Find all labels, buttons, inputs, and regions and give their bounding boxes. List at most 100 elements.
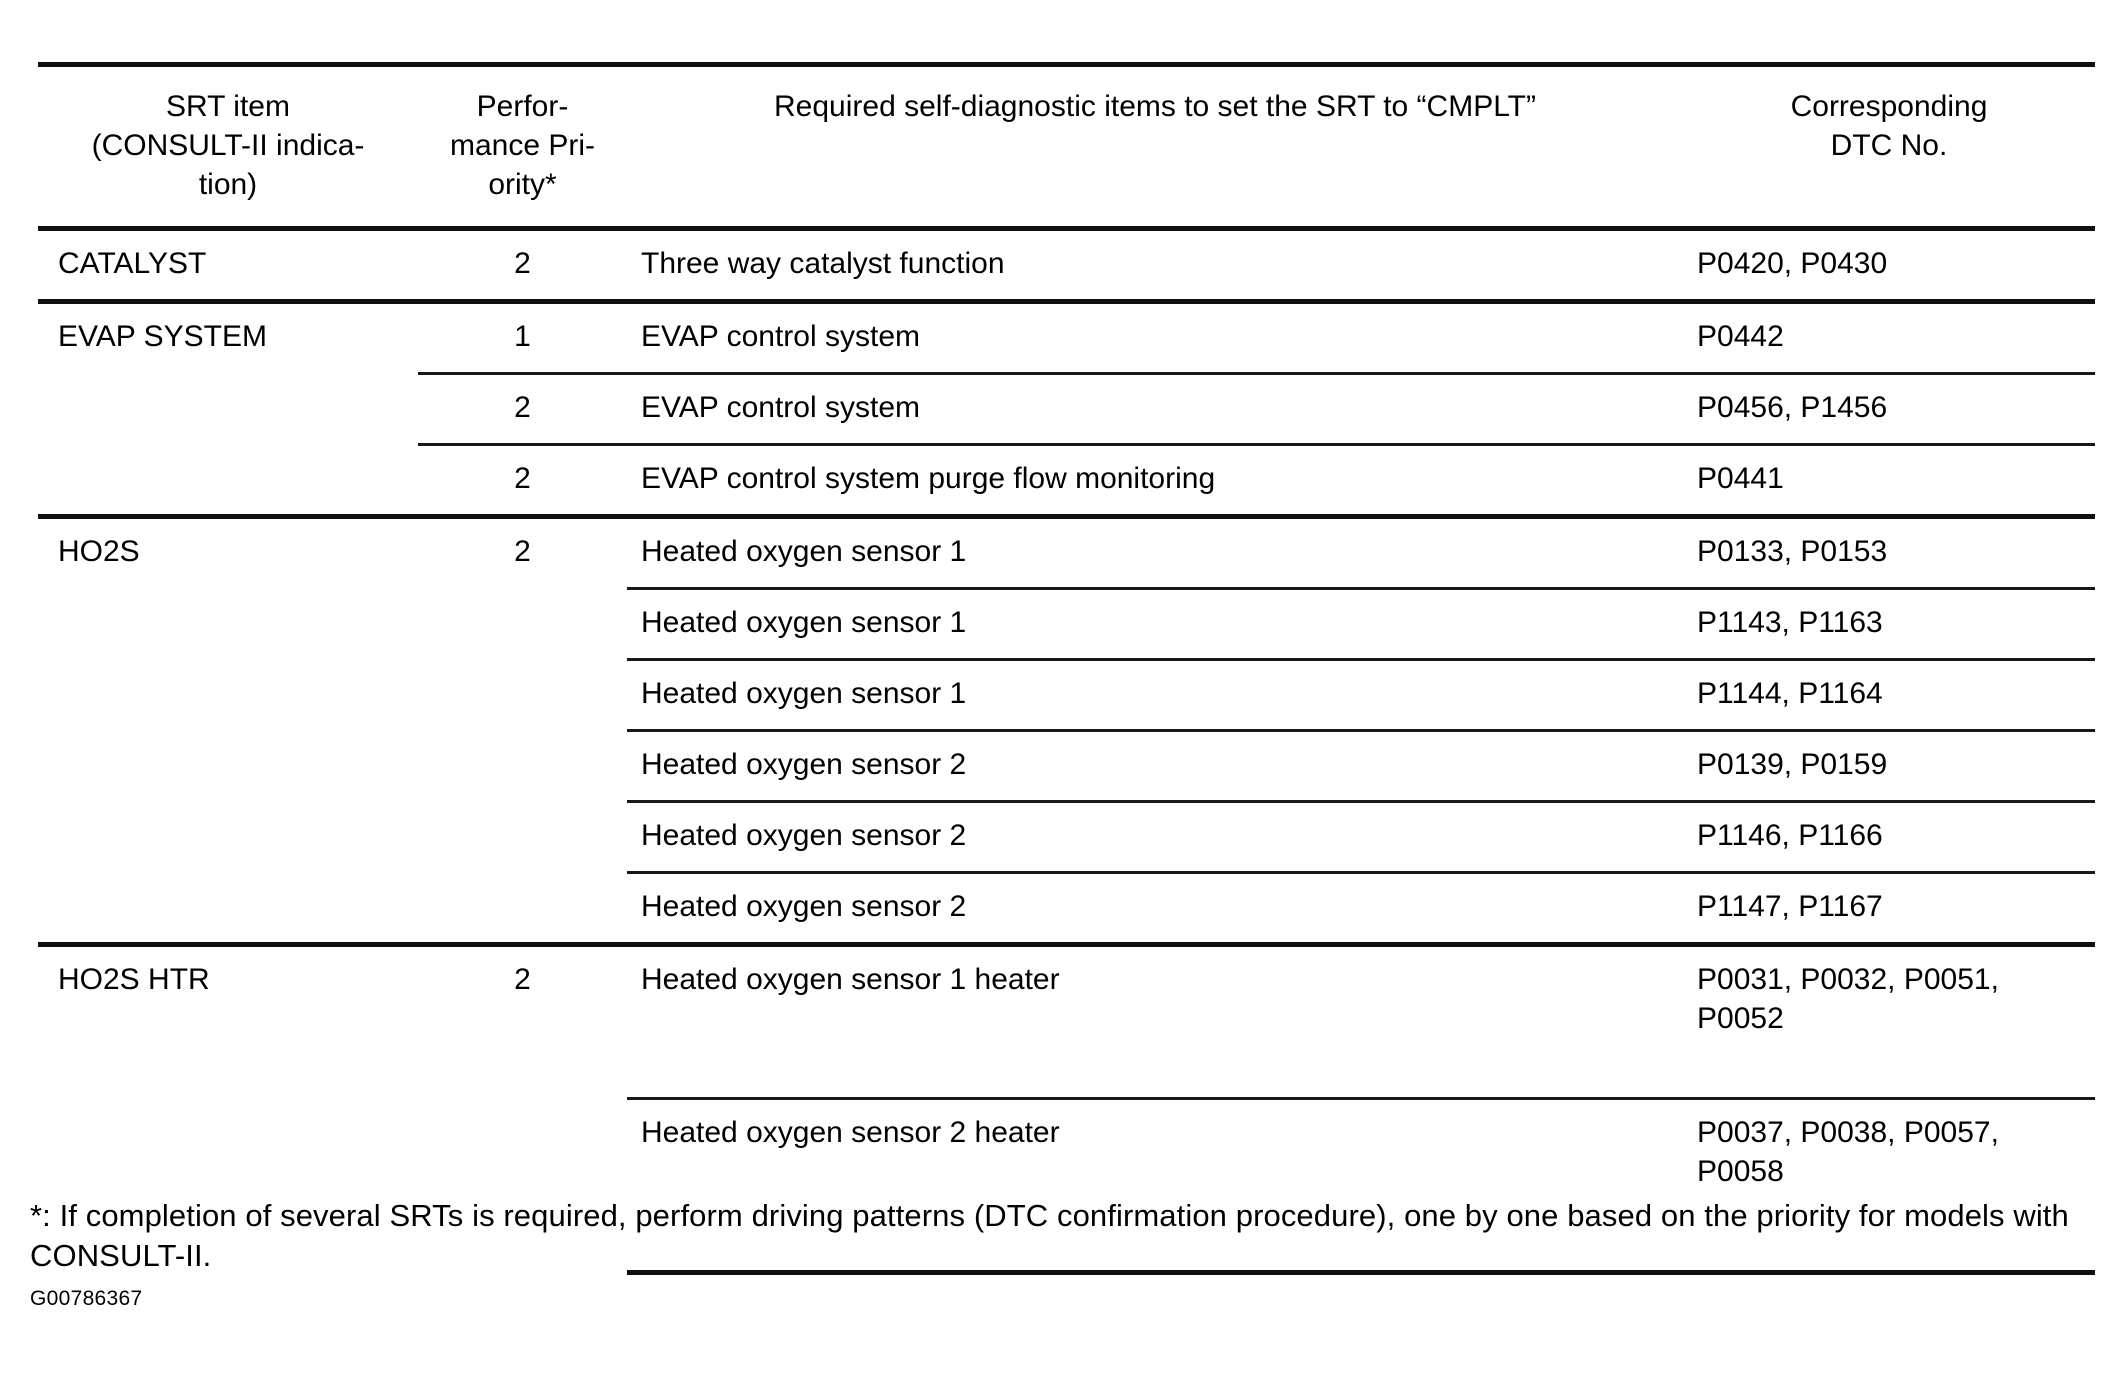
header-dtc-line1: Corresponding xyxy=(1790,90,1988,123)
diagnostic-text: EVAP control system xyxy=(641,320,920,353)
table-row: Heated oxygen sensor 2 heater P0037, P00… xyxy=(38,1097,2095,1275)
header-performance-priority: Perfor- mance Pri- ority* xyxy=(418,62,627,229)
table-row: EVAP SYSTEM 1 EVAP control system P0442 xyxy=(38,299,2095,517)
cell-dtc: P1146, P1166 xyxy=(1683,800,2095,873)
table-row: Heated oxygen sensor 2 P1146, P1166 xyxy=(38,800,2095,873)
cell-diagnostic: Heated oxygen sensor 1 xyxy=(627,658,1683,731)
cell-dtc: P0442 xyxy=(1683,299,2095,374)
diagnostic-text: EVAP control system purge flow monitorin… xyxy=(641,462,1216,495)
diagnostic-text: Heated oxygen sensor 2 xyxy=(641,890,967,923)
cell-dtc: P0420, P0430 xyxy=(1683,226,2095,302)
cell-dtc: P0133, P0153 xyxy=(1683,514,2095,589)
dtc-text: P1144, P1164 xyxy=(1697,677,1883,710)
srt-items-table: SRT item (CONSULT-II indica- tion) Perfo… xyxy=(38,62,2095,1275)
cell-dtc: P1144, P1164 xyxy=(1683,658,2095,731)
cell-srt-item: CATALYST xyxy=(38,226,418,302)
cell-diagnostic: Heated oxygen sensor 2 heater xyxy=(627,1097,1683,1275)
cell-dtc: P0037, P0038, P0057, P0058 xyxy=(1683,1097,2095,1275)
dtc-text: P0037, P0038, P0057, P0058 xyxy=(1697,1116,1999,1188)
srt-item-label: EVAP SYSTEM xyxy=(58,320,267,353)
cell-diagnostic: Heated oxygen sensor 2 xyxy=(627,729,1683,802)
table-row: 2 EVAP control system purge flow monitor… xyxy=(38,443,2095,517)
cell-dtc: P0139, P0159 xyxy=(1683,729,2095,802)
cell-priority: 2 xyxy=(418,514,627,945)
header-srt-item-line2: (CONSULT-II indica- xyxy=(91,129,365,162)
dtc-text: P0456, P1456 xyxy=(1697,391,1888,424)
cell-dtc: P1143, P1163 xyxy=(1683,587,2095,660)
cell-dtc: P0441 xyxy=(1683,443,2095,517)
dtc-text: P1147, P1167 xyxy=(1697,890,1883,923)
priority-value: 2 xyxy=(514,535,531,568)
header-required-items-text: Required self-diagnostic items to set th… xyxy=(774,90,1536,123)
table-row: HO2S 2 Heated oxygen sensor 1 P0133, P01… xyxy=(38,514,2095,945)
dtc-text: P0031, P0032, P0051, P0052 xyxy=(1697,963,1999,1035)
diagnostic-text: Heated oxygen sensor 2 xyxy=(641,819,967,852)
dtc-text: P0420, P0430 xyxy=(1697,247,1888,280)
cell-diagnostic: Heated oxygen sensor 1 heater xyxy=(627,942,1683,1099)
dtc-text: P1146, P1166 xyxy=(1697,819,1883,852)
srt-items-table-container: SRT item (CONSULT-II indica- tion) Perfo… xyxy=(38,62,2095,1275)
diagnostic-text: Heated oxygen sensor 1 xyxy=(641,677,967,710)
header-srt-item: SRT item (CONSULT-II indica- tion) xyxy=(38,62,418,229)
cell-diagnostic: EVAP control system xyxy=(627,372,1683,445)
srt-item-label: HO2S xyxy=(58,535,140,568)
table-body: CATALYST 2 Three way catalyst function P… xyxy=(38,226,2095,1275)
table-row: Heated oxygen sensor 2 P0139, P0159 xyxy=(38,729,2095,802)
cell-diagnostic: EVAP control system purge flow monitorin… xyxy=(627,443,1683,517)
header-srt-item-line3: tion) xyxy=(198,168,258,201)
figure-id-label: G00786367 xyxy=(30,1287,143,1310)
footnote-text: *: If completion of several SRTs is requ… xyxy=(30,1198,2069,1274)
cell-diagnostic: Heated oxygen sensor 2 xyxy=(627,871,1683,945)
header-row: SRT item (CONSULT-II indica- tion) Perfo… xyxy=(38,62,2095,229)
table-row: CATALYST 2 Three way catalyst function P… xyxy=(38,226,2095,302)
srt-item-label: CATALYST xyxy=(58,247,207,280)
table-row: HO2S HTR 2 Heated oxygen sensor 1 heater… xyxy=(38,942,2095,1273)
diagnostic-text: Heated oxygen sensor 1 xyxy=(641,606,967,639)
dtc-text: P1143, P1163 xyxy=(1697,606,1883,639)
table-header: SRT item (CONSULT-II indica- tion) Perfo… xyxy=(38,62,2095,229)
cell-dtc: P0031, P0032, P0051, P0052 xyxy=(1683,942,2095,1099)
cell-priority: 1 xyxy=(418,299,627,374)
srt-item-label: HO2S HTR xyxy=(58,963,210,996)
diagnostic-text: Heated oxygen sensor 2 heater xyxy=(641,1116,1060,1149)
priority-value: 2 xyxy=(514,391,531,424)
cell-diagnostic: Heated oxygen sensor 1 xyxy=(627,514,1683,589)
priority-value: 1 xyxy=(514,320,531,353)
cell-diagnostic: Three way catalyst function xyxy=(627,226,1683,302)
header-priority-line3: ority* xyxy=(488,168,557,201)
diagnostic-text: Heated oxygen sensor 1 heater xyxy=(641,963,1060,996)
priority-value: 2 xyxy=(514,462,531,495)
cell-diagnostic: Heated oxygen sensor 1 xyxy=(627,587,1683,660)
cell-priority: 2 xyxy=(418,942,627,1273)
cell-srt-item: EVAP SYSTEM xyxy=(38,299,418,517)
dtc-text: P0441 xyxy=(1697,462,1784,495)
priority-value: 2 xyxy=(514,963,531,996)
cell-dtc: P0456, P1456 xyxy=(1683,372,2095,445)
table-row: Heated oxygen sensor 1 P1144, P1164 xyxy=(38,658,2095,731)
diagnostic-text: EVAP control system xyxy=(641,391,920,424)
cell-priority: 2 xyxy=(418,226,627,302)
cell-srt-item: HO2S HTR xyxy=(38,942,418,1273)
header-dtc-line2: DTC No. xyxy=(1830,129,1948,162)
cell-srt-item: HO2S xyxy=(38,514,418,945)
cell-diagnostic: Heated oxygen sensor 2 xyxy=(627,800,1683,873)
diagnostic-text: Heated oxygen sensor 1 xyxy=(641,535,967,568)
dtc-text: P0133, P0153 xyxy=(1697,535,1888,568)
cell-dtc: P1147, P1167 xyxy=(1683,871,2095,945)
table-row: Heated oxygen sensor 2 P1147, P1167 xyxy=(38,871,2095,945)
header-corresponding-dtc: Corresponding DTC No. xyxy=(1683,62,2095,229)
header-priority-line1: Perfor- xyxy=(476,90,569,123)
dtc-text: P0442 xyxy=(1697,320,1784,353)
diagnostic-text: Heated oxygen sensor 2 xyxy=(641,748,967,781)
cell-priority: 2 xyxy=(418,443,627,517)
cell-priority: 2 xyxy=(418,372,627,445)
header-srt-item-line1: SRT item xyxy=(166,90,290,123)
dtc-text: P0139, P0159 xyxy=(1697,748,1888,781)
priority-value: 2 xyxy=(514,247,531,280)
cell-diagnostic: EVAP control system xyxy=(627,299,1683,374)
header-priority-line2: mance Pri- xyxy=(449,129,596,162)
header-required-items: Required self-diagnostic items to set th… xyxy=(627,62,1683,229)
table-row: 2 EVAP control system P0456, P1456 xyxy=(38,372,2095,445)
table-row: Heated oxygen sensor 1 P1143, P1163 xyxy=(38,587,2095,660)
